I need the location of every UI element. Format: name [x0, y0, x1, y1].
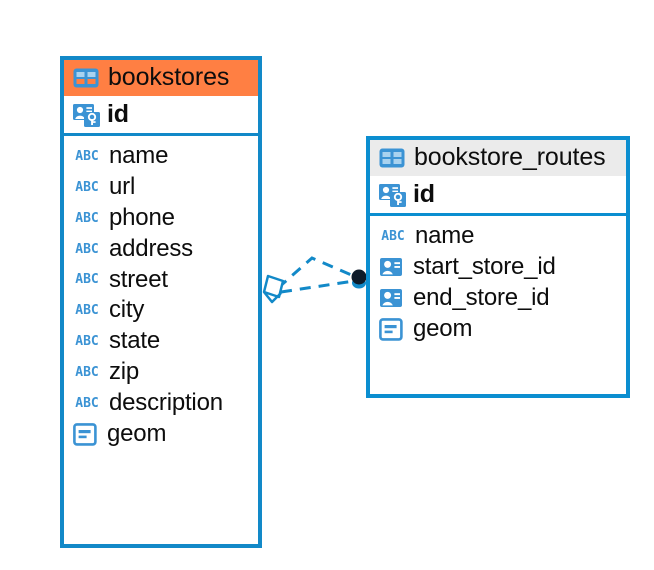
field-row-description[interactable]: ABC description: [64, 388, 258, 419]
field-label: name: [415, 222, 475, 249]
field-row-state[interactable]: ABC state: [64, 326, 258, 357]
primary-key-icon: [379, 183, 406, 207]
field-row-geom[interactable]: geom: [64, 419, 258, 450]
field-row-name[interactable]: ABC name: [64, 141, 258, 172]
field-row-zip[interactable]: ABC zip: [64, 357, 258, 388]
field-label: end_store_id: [413, 283, 550, 311]
entity-title: bookstores: [108, 63, 230, 91]
field-row-primary-key[interactable]: id: [370, 176, 626, 216]
field-label: id: [107, 100, 129, 128]
field-label: url: [109, 172, 136, 200]
text-field-icon: ABC: [75, 303, 99, 319]
entity-title: bookstore_routes: [414, 143, 606, 171]
filled-circle-marker-icon: [351, 269, 367, 285]
entity-header-bookstore-routes: bookstore_routes: [370, 140, 626, 176]
entity-bookstores[interactable]: bookstores id ABC name: [60, 56, 262, 548]
field-row-end-store-id[interactable]: end_store_id: [370, 283, 626, 314]
text-field-icon: ABC: [75, 395, 99, 411]
table-icon: [73, 68, 99, 87]
foreign-key-icon: [380, 258, 402, 277]
field-label: name: [109, 142, 169, 169]
polygon-marker-tail-icon: [263, 291, 282, 304]
field-row-url[interactable]: ABC url: [64, 172, 258, 203]
field-row-name[interactable]: ABC name: [370, 221, 626, 252]
text-field-icon: ABC: [75, 179, 99, 195]
entity-bookstore-routes[interactable]: bookstore_routes id ABC name: [366, 136, 630, 398]
field-row-phone[interactable]: ABC phone: [64, 203, 258, 234]
field-label: street: [109, 265, 168, 293]
entity-header-bookstores: bookstores: [64, 60, 258, 96]
field-label: geom: [413, 314, 473, 342]
text-field-icon: ABC: [75, 334, 99, 350]
text-field-icon: ABC: [75, 272, 99, 288]
text-field-icon: ABC: [75, 365, 99, 381]
field-label: geom: [107, 419, 167, 447]
text-field-icon: ABC: [381, 228, 405, 244]
field-label: start_store_id: [413, 252, 556, 280]
relationship-line-upper: [277, 256, 357, 290]
field-row-address[interactable]: ABC address: [64, 234, 258, 265]
geometry-field-icon: [73, 422, 97, 446]
text-field-icon: ABC: [75, 210, 99, 226]
text-field-icon: ABC: [75, 148, 99, 164]
text-field-icon: ABC: [75, 241, 99, 257]
field-row-geom[interactable]: geom: [370, 314, 626, 345]
table-icon: [379, 148, 405, 167]
field-row-street[interactable]: ABC street: [64, 265, 258, 296]
field-label: phone: [109, 203, 175, 231]
field-list-bookstore-routes: ABC name start_store_id: [370, 216, 626, 351]
field-row-city[interactable]: ABC city: [64, 295, 258, 326]
polygon-marker-icon: [262, 274, 285, 299]
field-row-start-store-id[interactable]: start_store_id: [370, 252, 626, 283]
primary-key-icon: [73, 103, 100, 127]
field-label: state: [109, 327, 161, 355]
relationship-line-lower: [280, 279, 355, 294]
field-row-primary-key[interactable]: id: [64, 96, 258, 136]
field-label: city: [109, 296, 145, 324]
filled-circle-marker-ring-icon: [352, 277, 366, 289]
field-label: zip: [109, 358, 140, 386]
geometry-field-icon: [379, 317, 403, 341]
field-label: id: [413, 180, 435, 208]
field-label: address: [109, 234, 193, 262]
field-label: description: [109, 389, 223, 416]
foreign-key-icon: [380, 289, 402, 308]
field-list-bookstores: ABC name ABC url ABC phone ABC address A…: [64, 136, 258, 456]
